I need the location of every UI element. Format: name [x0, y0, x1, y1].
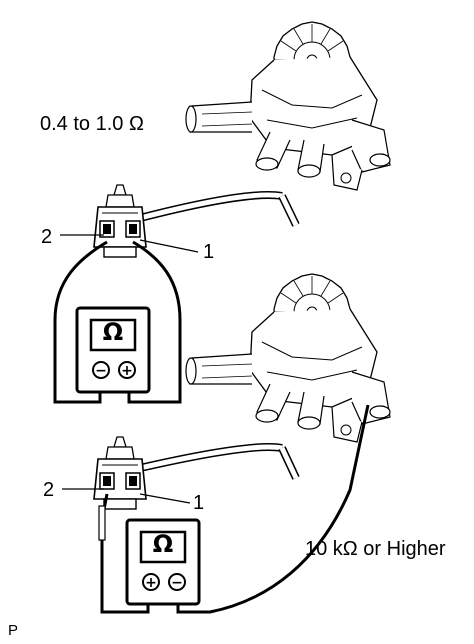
lead-positive-top — [127, 240, 182, 404]
svg-text:−: − — [95, 363, 107, 379]
meter-plus-top — [118, 361, 136, 379]
figure-code: P — [8, 622, 19, 639]
leader-1-bottom — [139, 493, 191, 504]
terminal-label-2-bottom: 2 — [43, 479, 55, 501]
connector-bottom — [93, 436, 147, 510]
terminal-label-2-top: 2 — [41, 226, 53, 248]
leader-1-top — [139, 239, 199, 253]
svg-text:+: + — [145, 575, 157, 591]
air-pump-bottom — [185, 273, 391, 443]
resistance-spec-top: 0.4 to 1.0 Ω — [40, 113, 144, 135]
svg-text:+: + — [121, 363, 133, 379]
lead-negative-top — [53, 240, 108, 404]
terminal-label-1-top: 1 — [203, 241, 215, 263]
probe-tip-bottom — [98, 505, 106, 541]
ohm-symbol-bottom: Ω — [153, 530, 173, 558]
ohm-symbol-top: Ω — [103, 318, 123, 346]
resistance-spec-bottom: 10 kΩ or Higher — [305, 538, 446, 560]
meter-minus-bottom — [168, 573, 186, 591]
terminal-label-1-bottom: 1 — [193, 492, 205, 514]
lead-to-pump-body — [176, 404, 370, 614]
svg-text:−: − — [171, 575, 183, 591]
meter-plus-bottom — [142, 573, 160, 591]
meter-minus-top — [92, 361, 110, 379]
air-pump-top — [185, 21, 391, 191]
